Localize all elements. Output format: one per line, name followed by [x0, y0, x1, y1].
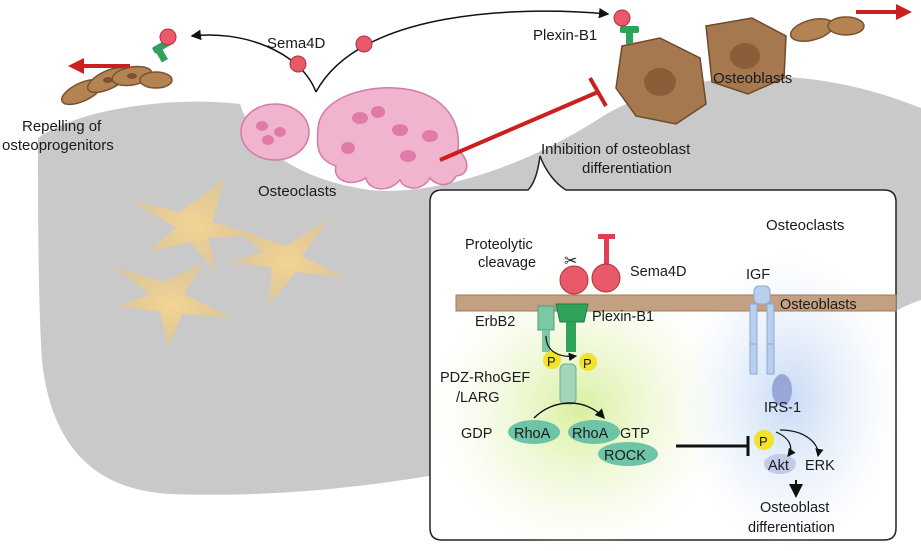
svg-text:P: P	[547, 354, 556, 369]
inset-label-irs1: IRS-1	[764, 400, 801, 416]
svg-text:P: P	[759, 434, 768, 449]
green-glow	[430, 265, 730, 551]
inset-label-osteoblasts: Osteoblasts	[780, 297, 857, 313]
inset-label-plexin-b1: Plexin-B1	[592, 309, 654, 325]
label-repelling-2: osteoprogenitors	[2, 137, 114, 154]
svg-text:P: P	[583, 356, 592, 371]
osteoprogenitor-cells	[60, 65, 173, 106]
plexin-b1-inset	[555, 303, 589, 405]
inset-label-osteoclasts: Osteoclasts	[766, 217, 844, 234]
sema4d-arrow-right	[315, 7, 610, 93]
phos-arrow	[545, 335, 578, 362]
inset-label-pdz-1: PDZ-RhoGEF	[440, 370, 530, 386]
inset-label-rhoa-2: RhoA	[572, 426, 609, 442]
osteocytes	[112, 178, 346, 348]
inset-label-igf: IGF	[746, 267, 770, 283]
osteoblast-cells	[615, 16, 865, 125]
igf-receptor	[749, 285, 775, 375]
osteoclast-small	[240, 103, 310, 161]
label-plexin-b1: Plexin-B1	[533, 27, 597, 44]
inhibit-akt	[676, 436, 750, 456]
rhoa-gdp	[508, 420, 560, 444]
sema4d-arrow-left	[190, 29, 317, 93]
inhibition-line	[439, 90, 599, 162]
phosphate-3: P	[754, 430, 774, 450]
phosphate-1: P	[543, 351, 561, 369]
inset-label-erk: ERK	[805, 458, 835, 474]
inset-label-rhoa-1: RhoA	[514, 426, 551, 442]
rock	[598, 442, 658, 466]
label-osteoclasts: Osteoclasts	[258, 183, 336, 200]
sema4d-ligand-2	[355, 35, 373, 53]
inset-label-ob-diff-2: differentiation	[748, 520, 835, 536]
plexin-b1-receptor-left	[152, 28, 177, 63]
rhoa-gtp	[568, 420, 620, 444]
label-osteoblasts: Osteoblasts	[713, 70, 792, 87]
plexin-b1-receptor-right	[613, 9, 639, 44]
inset-label-akt: Akt	[768, 458, 789, 474]
sema4d-ligand-1	[289, 55, 307, 73]
inset-label-rock: ROCK	[604, 448, 646, 464]
phosphate-2: P	[579, 353, 597, 371]
inset-label-gdp: GDP	[461, 426, 492, 442]
sema4d-inset	[559, 234, 621, 295]
inset-label-pdz-2: /LARG	[456, 390, 500, 406]
label-inhibition-1: Inhibition of osteoblast	[541, 141, 691, 158]
irs1	[772, 374, 792, 406]
label-repelling-1: Repelling of	[22, 118, 102, 135]
rhoa-activation-arrow	[533, 402, 605, 420]
erk-arrow	[779, 429, 824, 458]
label-inhibition-2: differentiation	[582, 160, 672, 177]
scissors-icon: ✂	[564, 253, 577, 270]
akt	[764, 454, 796, 474]
inset-label-sema4d: Sema4D	[630, 264, 686, 280]
osteoclast-large	[316, 87, 468, 190]
label-sema4d: Sema4D	[267, 35, 326, 52]
inset-label-proteolytic: Proteolytic	[465, 237, 533, 253]
inset-label-erbb2: ErbB2	[475, 314, 515, 330]
inset-label-cleavage: cleavage	[478, 255, 536, 271]
inset-label-ob-diff-1: Osteoblast	[760, 500, 829, 516]
blue-glow	[680, 250, 900, 550]
akt-arrow	[775, 431, 796, 457]
inset-label-gtp: GTP	[620, 426, 650, 442]
inhibition-bar	[588, 77, 608, 107]
